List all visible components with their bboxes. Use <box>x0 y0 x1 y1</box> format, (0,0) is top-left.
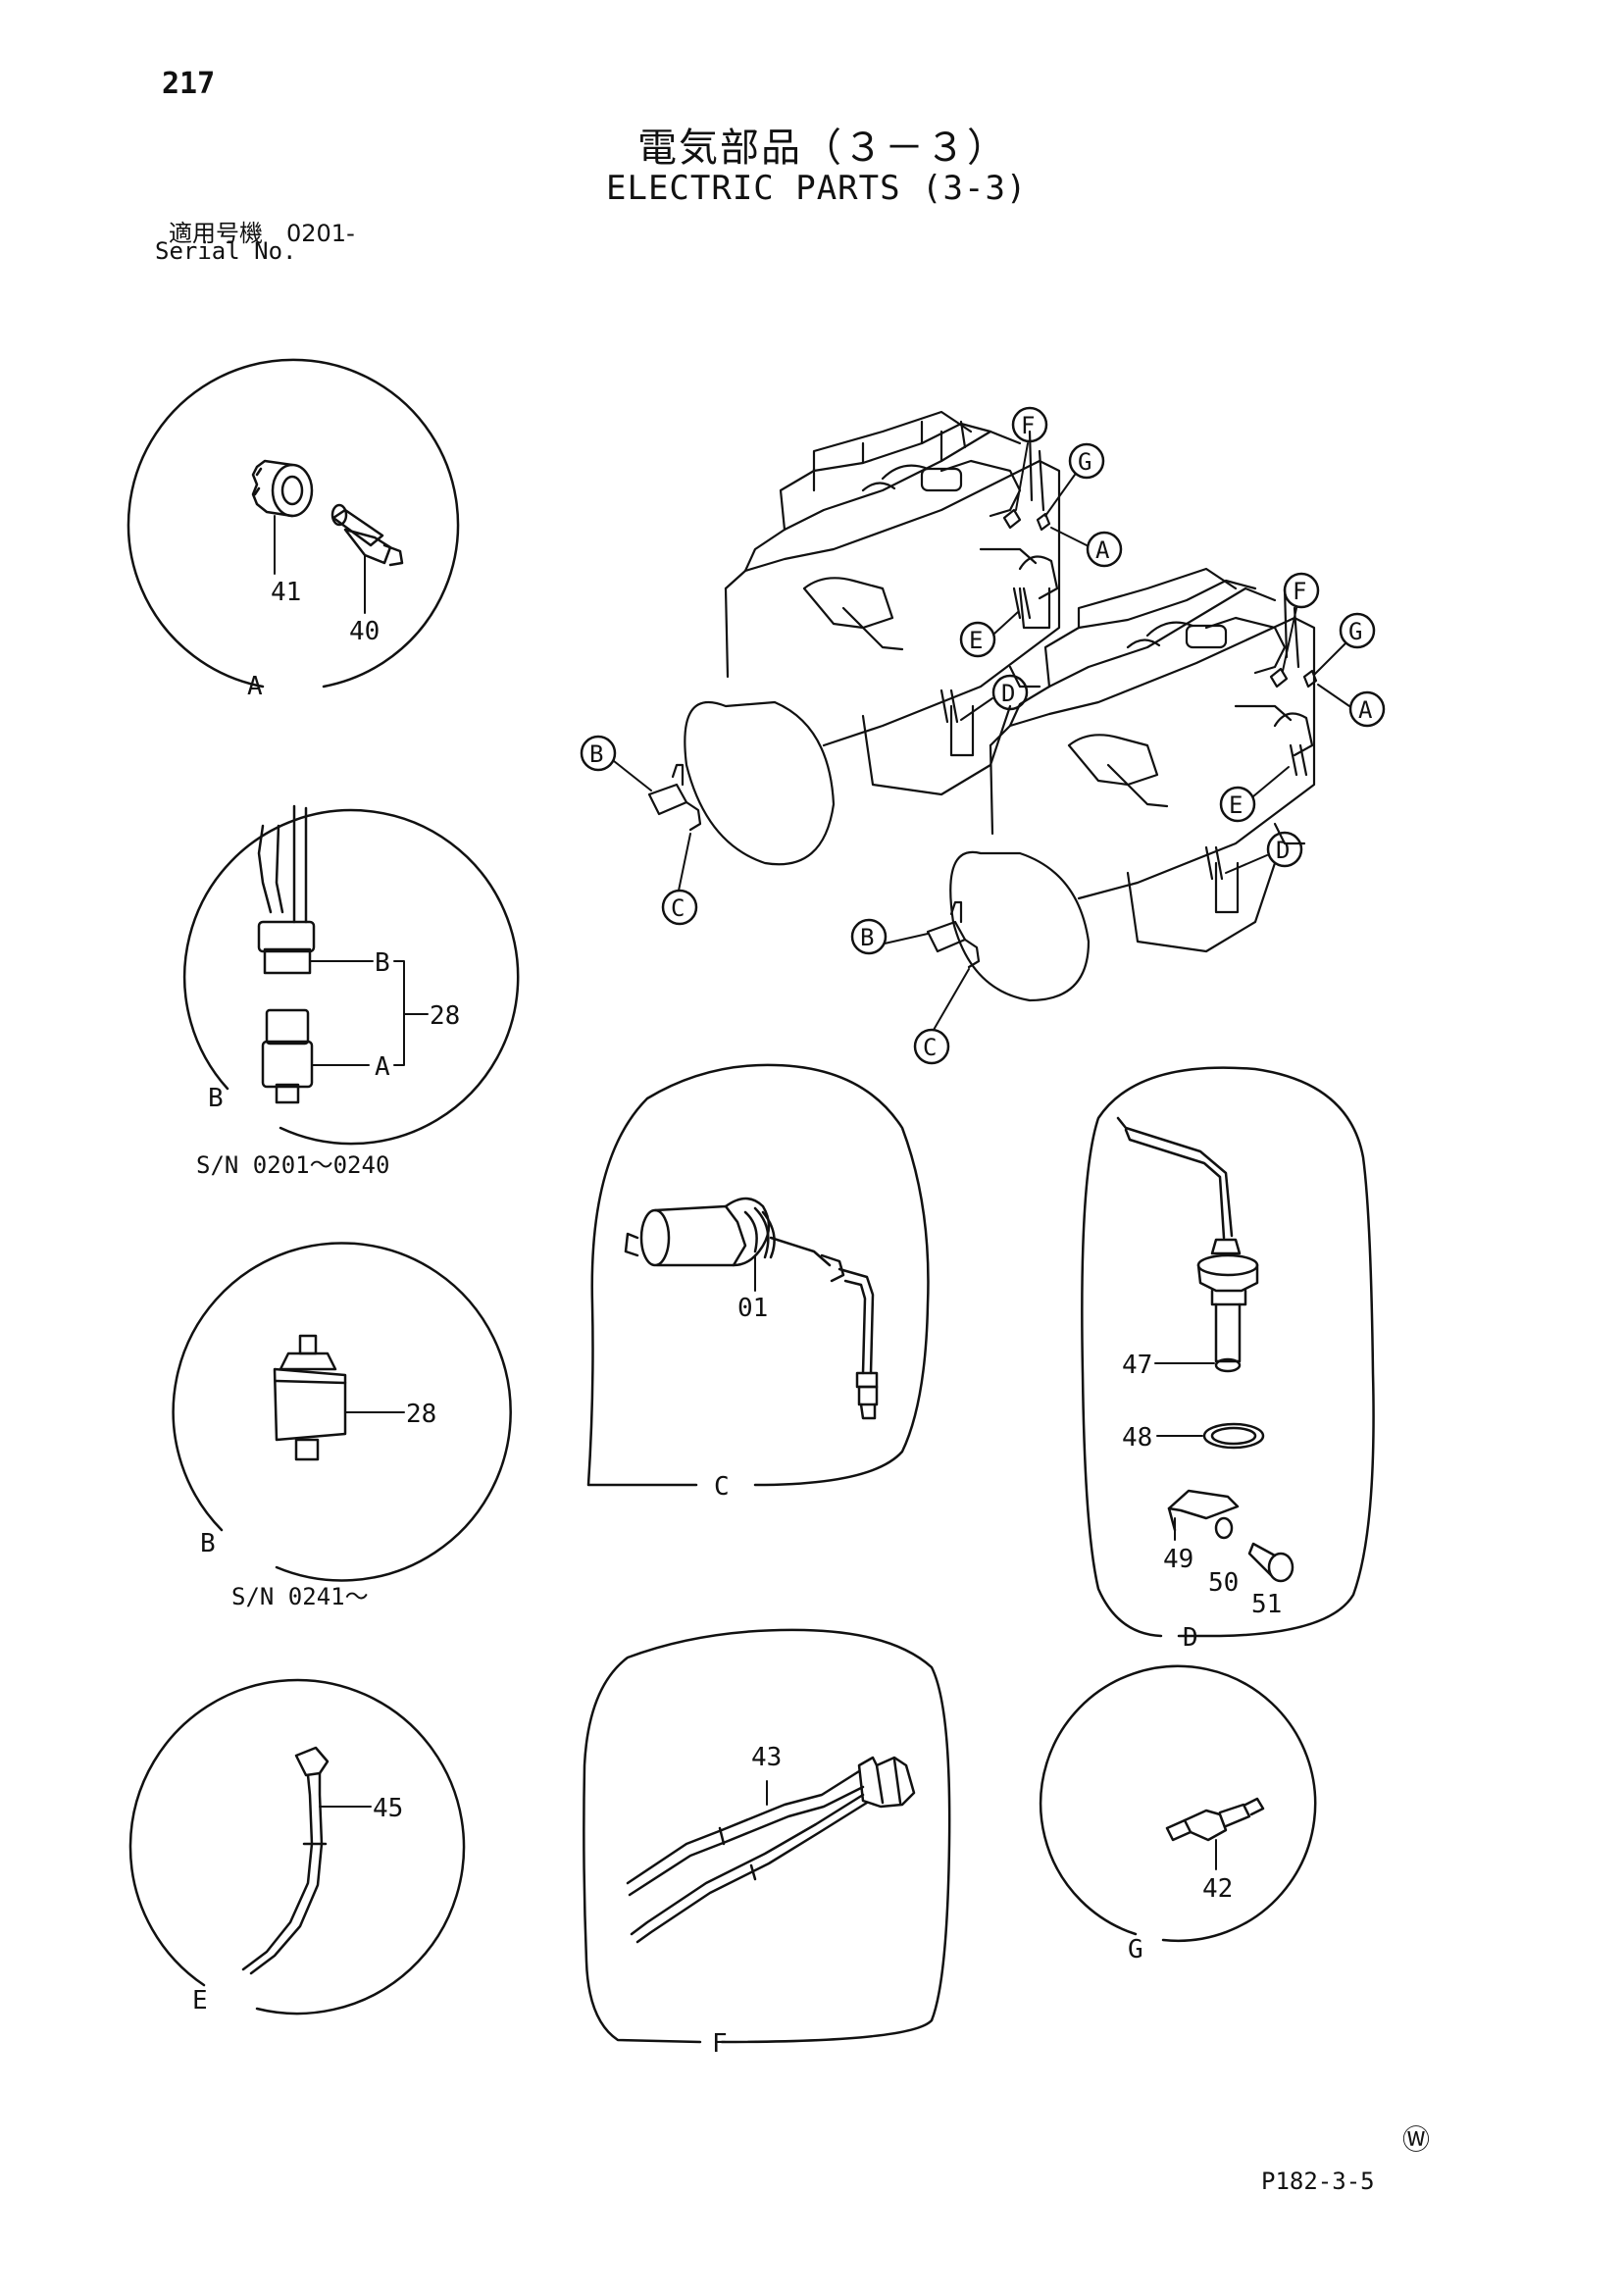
svg-text:G: G <box>1078 448 1091 476</box>
part-41-drawing <box>251 459 314 518</box>
detail-e-circle <box>128 1678 466 2015</box>
svg-text:F: F <box>1021 412 1035 439</box>
detail-d-frame <box>1081 1066 1375 1638</box>
callout-lower-f: F <box>1282 572 1320 672</box>
callout-upper-a: A <box>1050 527 1123 568</box>
page-number: 217 <box>162 67 216 101</box>
callout-lower-e: E <box>1219 766 1290 823</box>
detail-f-frame <box>583 1628 951 2044</box>
serial-label-japanese: 適用号機 0201- <box>169 220 355 247</box>
detail-e: E 45 <box>128 1678 466 2015</box>
part-45-label: 45 <box>373 1794 403 1823</box>
part-50-drawing <box>1214 1516 1234 1540</box>
svg-text:B: B <box>860 924 874 951</box>
locator-callouts: F G A E D B C F G A E D B C <box>580 406 1386 1065</box>
detail-b-late: B 28 <box>172 1242 512 1582</box>
serial-note-early: S/N 0201～0240 <box>196 1151 390 1179</box>
part-28-late-label: 28 <box>406 1400 436 1429</box>
callout-upper-g: G <box>1044 442 1105 517</box>
svg-text:D: D <box>1276 837 1290 864</box>
callout-lower-d: D <box>1225 831 1303 874</box>
part-42-label: 42 <box>1202 1874 1233 1904</box>
detail-g-circle <box>1039 1664 1317 1943</box>
part-50-label: 50 <box>1208 1568 1239 1598</box>
engine-assembly-upper <box>647 410 1061 866</box>
svg-text:E: E <box>969 627 983 654</box>
part-49-label: 49 <box>1163 1545 1193 1574</box>
detail-b-early-circle <box>182 808 520 1146</box>
detail-b-late-label: B <box>200 1529 216 1558</box>
detail-b-switch-a-label: A <box>375 1052 390 1082</box>
detail-a-circle <box>127 358 460 689</box>
part-40-label: 40 <box>349 617 380 646</box>
title-english: ELECTRIC PARTS (3-3) <box>606 169 1028 208</box>
part-45-drawing <box>241 1746 330 1975</box>
detail-g: G 42 <box>1039 1664 1317 1964</box>
callout-lower-g: G <box>1313 612 1376 676</box>
part-01-label: 01 <box>737 1294 768 1323</box>
svg-text:C: C <box>671 894 685 922</box>
w-mark-symbol: Ⓦ <box>1402 2123 1431 2156</box>
engine-assembly-lower <box>926 567 1318 1002</box>
part-48-drawing <box>1202 1422 1265 1450</box>
detail-c-frame <box>586 1063 930 1487</box>
detail-f: F 43 <box>583 1628 951 2059</box>
part-51-drawing <box>1247 1542 1294 1583</box>
svg-text:B: B <box>589 740 603 768</box>
callout-upper-e: E <box>959 611 1019 658</box>
svg-text:A: A <box>1095 536 1110 564</box>
callout-lower-b: B <box>850 918 929 955</box>
detail-d-label: D <box>1183 1623 1198 1653</box>
part-42-drawing <box>1165 1797 1265 1842</box>
detail-d: D 47 48 49 50 <box>1081 1066 1375 1653</box>
detail-e-label: E <box>192 1986 208 2015</box>
detail-c: C 01 <box>586 1063 930 1502</box>
detail-f-label: F <box>712 2029 728 2059</box>
svg-text:G: G <box>1348 618 1362 645</box>
callout-upper-f: F <box>1011 406 1048 511</box>
part-28-early-label: 28 <box>430 1001 460 1031</box>
part-49-drawing <box>1167 1489 1240 1532</box>
callout-upper-c: C <box>661 833 698 926</box>
part-01-drawing <box>624 1197 879 1420</box>
detail-c-label: C <box>714 1472 730 1502</box>
detail-b-switch-b-label: B <box>375 948 390 978</box>
svg-text:D: D <box>1001 680 1015 707</box>
callout-lower-c: C <box>913 968 970 1065</box>
title-japanese: 電気部品（３－３） <box>637 126 1008 171</box>
part-51-label: 51 <box>1251 1590 1282 1619</box>
detail-b-early: B B A 28 <box>182 804 520 1146</box>
part-47-label: 47 <box>1122 1351 1152 1380</box>
part-40-drawing <box>330 503 404 567</box>
detail-a-label: A <box>247 672 263 701</box>
svg-text:A: A <box>1358 696 1373 724</box>
detail-b-late-circle <box>172 1242 512 1582</box>
svg-text:C: C <box>923 1034 937 1061</box>
part-43-label: 43 <box>751 1743 782 1772</box>
serial-label-english: Serial No. <box>155 237 297 265</box>
serial-note-late: S/N 0241～ <box>231 1583 369 1610</box>
part-47-drawing <box>1116 1116 1259 1373</box>
svg-text:F: F <box>1293 578 1306 605</box>
svg-text:E: E <box>1229 791 1243 819</box>
part-43-drawing <box>626 1756 916 1944</box>
page-code: P182-3-5 <box>1261 2168 1375 2195</box>
callout-upper-b: B <box>580 735 652 791</box>
callout-lower-a: A <box>1317 684 1386 728</box>
part-41-label: 41 <box>271 578 301 607</box>
detail-b-early-label: B <box>208 1084 224 1113</box>
detail-g-label: G <box>1128 1935 1143 1964</box>
part-28-late-drawing <box>273 1334 347 1461</box>
detail-a: A 41 40 <box>127 358 460 701</box>
callout-upper-d: D <box>960 674 1029 721</box>
part-48-label: 48 <box>1122 1423 1152 1453</box>
